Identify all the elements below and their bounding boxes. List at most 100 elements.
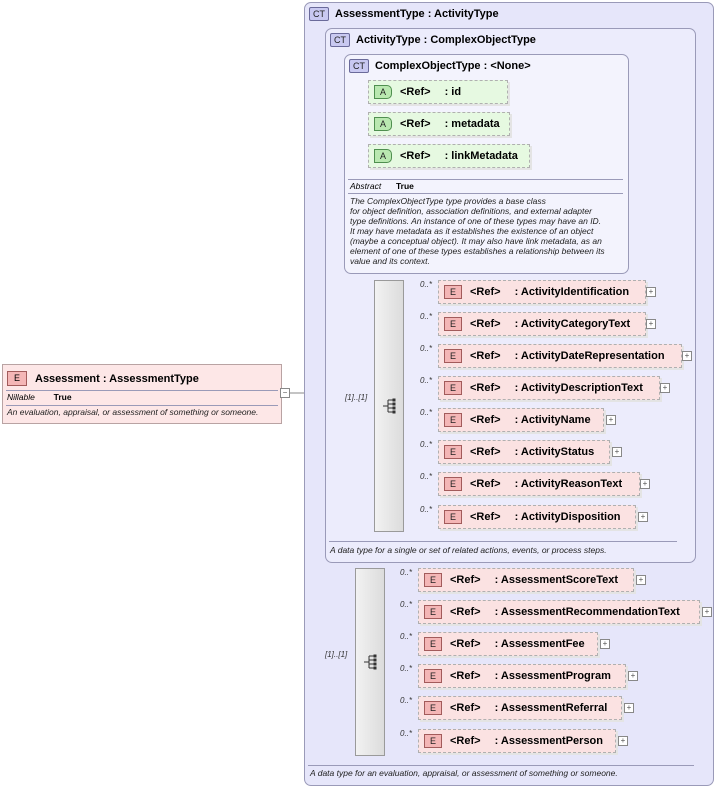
element-assessmentfee[interactable]: E <Ref> : AssessmentFee [418, 632, 598, 656]
description-line: It may have metadata as it establishes t… [350, 226, 594, 236]
element-ref: <Ref> [450, 574, 481, 586]
description-line: value and its context. [350, 256, 430, 266]
expand-icon[interactable]: + [628, 671, 638, 681]
complex-object-type-name: ComplexObjectType : <None> [375, 60, 531, 72]
expand-icon[interactable]: + [618, 736, 628, 746]
assessment-element[interactable]: E Assessment : AssessmentType Nillable T… [2, 364, 282, 424]
element-assessmentreferral[interactable]: E <Ref> : AssessmentReferral [418, 696, 622, 720]
abstract-value: True [395, 181, 414, 191]
element-activityreasontext[interactable]: E <Ref> : ActivityReasonText [438, 472, 640, 496]
multiplicity-label: 0..* [420, 472, 433, 481]
nillable-property: Nillable True [7, 392, 72, 402]
expand-icon[interactable]: + [600, 639, 610, 649]
assessment-type-description: A data type for an evaluation, appraisal… [310, 768, 618, 778]
expand-icon[interactable]: + [638, 512, 648, 522]
element-ref: <Ref> [470, 414, 501, 426]
multiplicity-label: 0..* [400, 632, 413, 641]
expand-icon[interactable]: + [646, 319, 656, 329]
element-activityidentification[interactable]: E <Ref> : ActivityIdentification [438, 280, 646, 304]
element-assessmentprogram[interactable]: E <Ref> : AssessmentProgram [418, 664, 626, 688]
element-badge-icon: E [424, 669, 442, 683]
expand-icon[interactable]: + [612, 447, 622, 457]
element-activitydisposition[interactable]: E <Ref> : ActivityDisposition [438, 505, 636, 529]
element-activitydaterepresentation[interactable]: E <Ref> : ActivityDateRepresentation [438, 344, 682, 368]
divider [348, 179, 623, 180]
element-ref: <Ref> [470, 382, 501, 394]
multiplicity-label: 0..* [420, 312, 433, 321]
element-assessmentrecommendationtext[interactable]: E <Ref> : AssessmentRecommendationText [418, 600, 700, 624]
expand-icon[interactable]: + [640, 479, 650, 489]
assessment-type-title: CT AssessmentType : ActivityType [309, 7, 499, 21]
activity-type-description: A data type for a single or set of relat… [330, 545, 607, 555]
element-badge-icon: E [444, 510, 462, 524]
element-badge-icon: E [424, 734, 442, 748]
element-badge-icon: E [424, 701, 442, 715]
element-name: : ActivityDescriptionText [514, 382, 643, 394]
divider [6, 390, 278, 391]
complex-type-badge-icon: CT [330, 33, 350, 47]
element-badge-icon: E [424, 573, 442, 587]
complex-type-badge-icon: CT [309, 7, 329, 21]
element-badge-icon: E [444, 285, 462, 299]
element-name: : ActivityIdentification [514, 286, 630, 298]
complex-object-type-description: The ComplexObjectType type provides a ba… [350, 196, 605, 266]
multiplicity-label: 0..* [420, 280, 433, 289]
attribute-id[interactable]: A <Ref> : id [368, 80, 508, 104]
expand-icon[interactable]: + [624, 703, 634, 713]
element-activitycategorytext[interactable]: E <Ref> : ActivityCategoryText [438, 312, 646, 336]
multiplicity-label: 0..* [420, 376, 433, 385]
multiplicity-label: 0..* [400, 600, 413, 609]
element-name: : AssessmentScoreText [494, 574, 619, 586]
element-ref: <Ref> [470, 511, 501, 523]
expand-icon[interactable]: + [660, 383, 670, 393]
attribute-name: : id [444, 86, 462, 98]
multiplicity-label: 0..* [400, 729, 413, 738]
activity-type-title: CT ActivityType : ComplexObjectType [330, 33, 536, 47]
attribute-badge-icon: A [374, 117, 392, 131]
expand-icon[interactable]: + [636, 575, 646, 585]
sequence-icon [383, 398, 396, 414]
attribute-linkmetadata[interactable]: A <Ref> : linkMetadata [368, 144, 530, 168]
abstract-key: Abstract [350, 181, 382, 191]
element-activitystatus[interactable]: E <Ref> : ActivityStatus [438, 440, 610, 464]
attribute-name: : linkMetadata [444, 150, 518, 162]
assessment-sequence-compositor[interactable] [355, 568, 385, 756]
element-badge-icon: E [7, 371, 27, 386]
expand-icon[interactable]: + [606, 415, 616, 425]
assessment-element-name: Assessment : AssessmentType [35, 372, 199, 385]
attribute-badge-icon: A [374, 149, 392, 163]
collapse-icon[interactable]: − [280, 388, 290, 398]
element-name: : ActivityDisposition [514, 511, 621, 523]
element-name: : AssessmentPerson [494, 735, 603, 747]
element-badge-icon: E [444, 381, 462, 395]
expand-icon[interactable]: + [646, 287, 656, 297]
activity-sequence-compositor[interactable] [374, 280, 404, 532]
assessment-sequence-cardinality: [1]..[1] [325, 650, 348, 659]
multiplicity-label: 0..* [420, 344, 433, 353]
element-ref: <Ref> [450, 606, 481, 618]
element-badge-icon: E [444, 413, 462, 427]
expand-icon[interactable]: + [682, 351, 692, 361]
description-line: type definitions. An instance of one of … [350, 216, 602, 226]
element-assessmentperson[interactable]: E <Ref> : AssessmentPerson [418, 729, 616, 753]
element-activityname[interactable]: E <Ref> : ActivityName [438, 408, 604, 432]
element-ref: <Ref> [470, 286, 501, 298]
attribute-badge-icon: A [374, 85, 392, 99]
element-ref: <Ref> [470, 446, 501, 458]
element-badge-icon: E [444, 477, 462, 491]
attribute-name: : metadata [444, 118, 500, 130]
attribute-ref: <Ref> [400, 86, 431, 98]
expand-icon[interactable]: + [702, 607, 712, 617]
element-activitydescriptiontext[interactable]: E <Ref> : ActivityDescriptionText [438, 376, 660, 400]
attribute-ref: <Ref> [400, 118, 431, 130]
attribute-metadata[interactable]: A <Ref> : metadata [368, 112, 510, 136]
element-assessmentscoretext[interactable]: E <Ref> : AssessmentScoreText [418, 568, 634, 592]
multiplicity-label: 0..* [400, 568, 413, 577]
description-line: for object definition, association defin… [350, 206, 592, 216]
element-ref: <Ref> [470, 350, 501, 362]
multiplicity-label: 0..* [420, 440, 433, 449]
divider [348, 193, 623, 194]
element-name: : ActivityDateRepresentation [514, 350, 665, 362]
element-badge-icon: E [444, 445, 462, 459]
multiplicity-label: 0..* [400, 696, 413, 705]
